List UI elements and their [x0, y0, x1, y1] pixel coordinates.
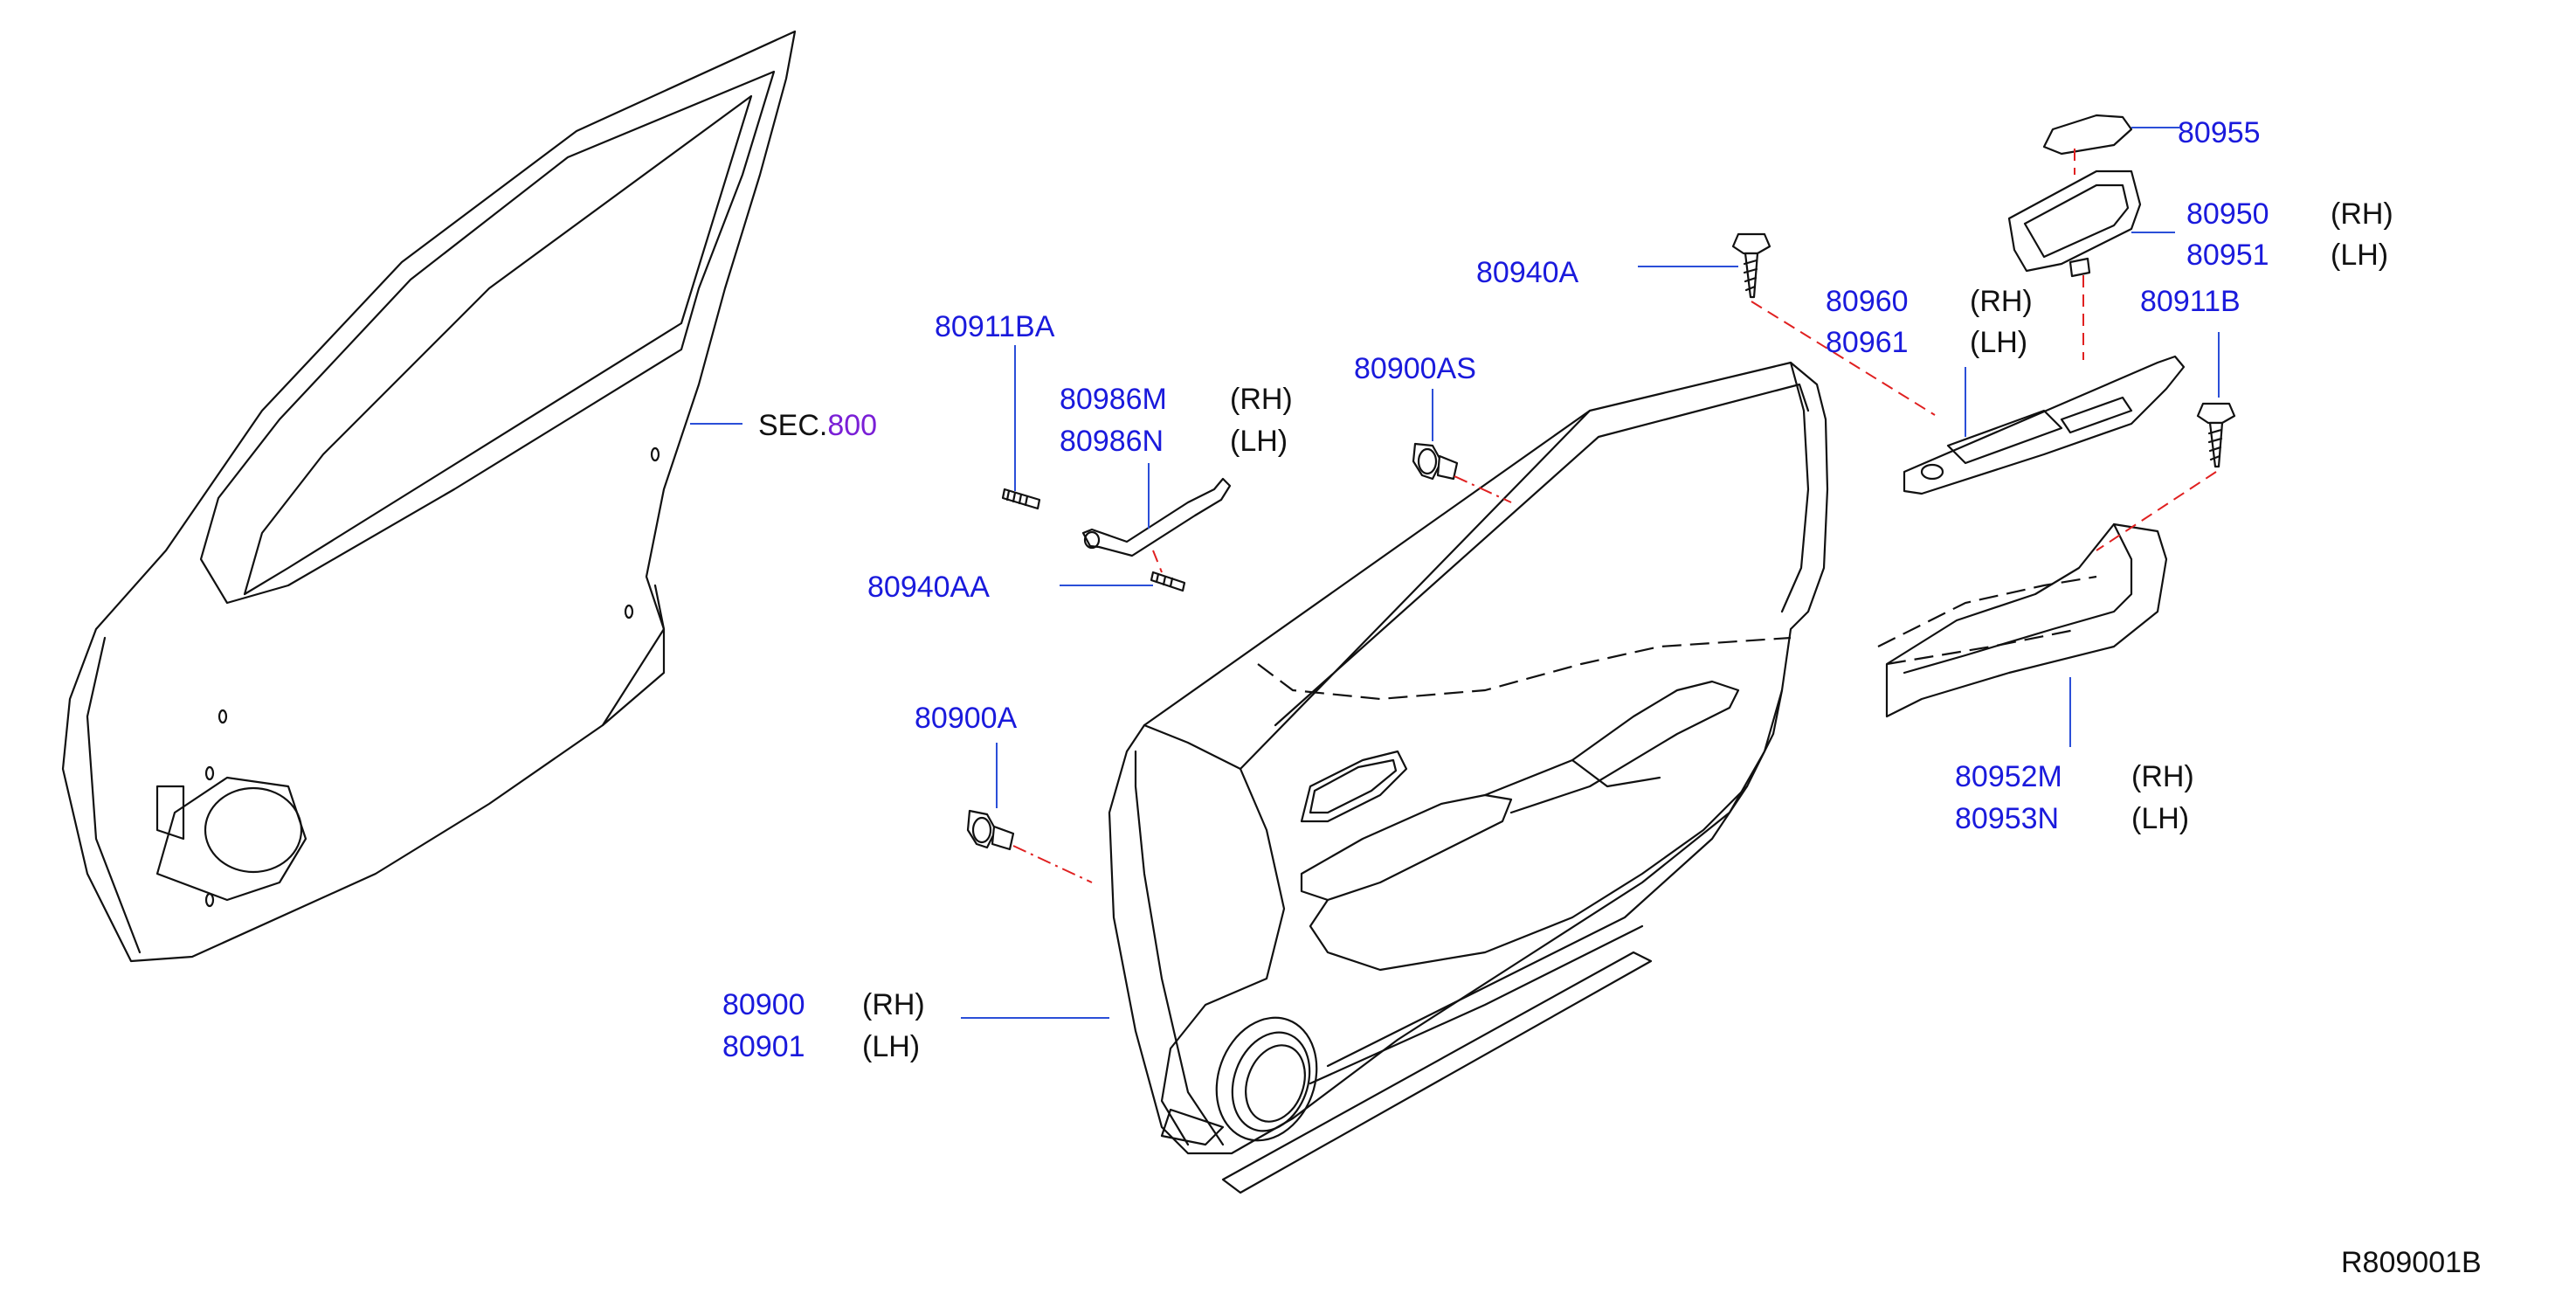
clip-80900A: [966, 809, 1015, 851]
bracket-80986M: [1081, 477, 1232, 557]
diagram-reference-code: R809001B: [2341, 1246, 2482, 1279]
part-80986M-label[interactable]: 80986M: [1060, 383, 1167, 416]
screw-80911BA: [1001, 488, 1041, 510]
switch-finisher-80960: [1903, 355, 2186, 495]
part-80961-label[interactable]: 80961: [1826, 326, 1909, 359]
part-80901-label[interactable]: 80901: [722, 1030, 805, 1063]
sec-number: 800: [827, 409, 878, 442]
part-80951-side: (LH): [2331, 239, 2389, 272]
part-80953N-label[interactable]: 80953N: [1955, 802, 2060, 835]
cap-80955: [2042, 114, 2133, 156]
part-80901-side: (LH): [862, 1030, 921, 1063]
screw-80940AA: [1150, 571, 1186, 592]
part-80900-side: (RH): [862, 988, 925, 1021]
leader-lines: [690, 127, 2220, 1019]
part-80911BA-label[interactable]: 80911BA: [935, 310, 1055, 343]
part-80951-label[interactable]: 80951: [2186, 239, 2269, 272]
part-80986N-side: (LH): [1230, 425, 1288, 458]
pull-cup-80950: [2007, 170, 2142, 278]
part-80952M-side: (RH): [2131, 760, 2194, 793]
part-80950-label[interactable]: 80950: [2186, 197, 2269, 231]
part-80961-side: (LH): [1970, 326, 2028, 359]
sec-800-reference[interactable]: SEC.800: [758, 411, 877, 440]
part-80911B-label[interactable]: 80911B: [2140, 285, 2241, 318]
armrest-80952M: [1877, 522, 2168, 718]
part-80986N-label[interactable]: 80986N: [1060, 425, 1164, 458]
part-80900AS-label[interactable]: 80900AS: [1354, 352, 1476, 385]
sec-prefix: SEC.: [758, 409, 828, 442]
door-trim-80900: [1108, 361, 1829, 1194]
part-80955-label[interactable]: 80955: [2178, 116, 2261, 149]
screw-80940A: [1731, 232, 1771, 299]
part-80986M-side: (RH): [1230, 383, 1293, 416]
part-80940AA-label[interactable]: 80940AA: [867, 571, 990, 604]
part-80940A-label[interactable]: 80940A: [1476, 256, 1579, 289]
part-80900A-label[interactable]: 80900A: [915, 702, 1018, 735]
part-80960-label[interactable]: 80960: [1826, 285, 1909, 318]
part-80953N-side: (LH): [2131, 802, 2190, 835]
part-80950-side: (RH): [2331, 197, 2393, 231]
assembly-lines: [1012, 149, 2217, 883]
part-80900-label[interactable]: 80900: [722, 988, 805, 1021]
part-80960-side: (RH): [1970, 285, 2033, 318]
door-outer-panel: [61, 30, 797, 963]
part-80952M-label[interactable]: 80952M: [1955, 760, 2062, 793]
screw-80911B: [2196, 402, 2236, 468]
clip-80900AS: [1412, 442, 1459, 481]
